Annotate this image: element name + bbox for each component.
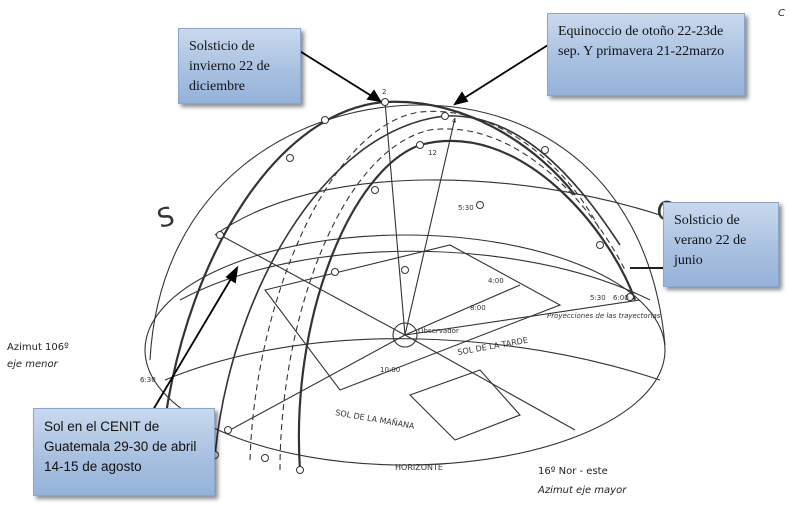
azimut-106-note: Azimut 106º <box>7 342 69 353</box>
cross-arc-2 <box>164 338 661 381</box>
time-label-5: 8:00 <box>470 304 486 312</box>
axis-line-1 <box>219 234 406 336</box>
meridian-arc <box>214 179 661 236</box>
dashed-arc-2 <box>279 128 626 471</box>
label-proyecciones: Proyecciones de las trayectorias <box>547 312 661 320</box>
time-label-7: 4:00 <box>488 277 504 285</box>
equinox-arrow <box>457 44 549 103</box>
ground-square <box>408 369 521 441</box>
nor-este-note: 16º Nor - este <box>538 466 608 477</box>
hemisphere-outline <box>149 104 666 361</box>
time-label-4: 5:30 <box>590 294 606 302</box>
label-observador: Observador <box>418 327 459 335</box>
winter-solstice-callout: Solsticio de invierno 22 de diciembre <box>178 28 301 104</box>
axis-line-6 <box>404 334 576 431</box>
axis-line-2 <box>404 299 641 336</box>
axis-line-5 <box>229 334 406 431</box>
compass-s: S <box>154 202 178 235</box>
summer-solstice-callout: Solsticio de verano 22 de junio <box>663 202 779 287</box>
label-sol-manana: SOL DE LA MAÑANA <box>335 407 416 431</box>
horizon-ellipse <box>144 234 666 466</box>
time-label-9: 2 <box>382 88 386 96</box>
axis-line-3 <box>384 101 406 336</box>
zenith-callout: Sol en el CENIT de Guatemala 29-30 de ab… <box>33 408 215 496</box>
eje-menor-note: eje menor <box>7 359 58 370</box>
time-label-1: 6:30 <box>140 376 156 384</box>
dashed-arc-1 <box>249 110 601 461</box>
label-sol-tarde: SOL DE LA TARDE <box>457 336 529 357</box>
time-label-6: 10:00 <box>380 366 400 374</box>
time-label-3: 5:30 <box>458 204 474 212</box>
winter-arc <box>163 100 576 421</box>
equinox-arc <box>214 115 621 456</box>
equinox-callout: Equinoccio de otoño 22-23de sep. Y prima… <box>547 13 745 96</box>
time-label-2: 6:00 <box>613 294 629 302</box>
corner-mark: C <box>778 8 785 19</box>
time-label-10: 4 <box>452 117 457 125</box>
axis-line-4 <box>404 117 456 336</box>
axis-line-7 <box>404 284 521 336</box>
observer-circle <box>392 322 418 348</box>
projection-plane <box>264 244 562 391</box>
winter-arrow <box>297 49 379 101</box>
time-label-8: 12 <box>428 149 437 157</box>
label-horizonte: HORIZONTE <box>395 463 443 472</box>
zenith-arrow <box>149 271 236 416</box>
azimut-eje-mayor-note: Azimut eje mayor <box>538 485 627 496</box>
